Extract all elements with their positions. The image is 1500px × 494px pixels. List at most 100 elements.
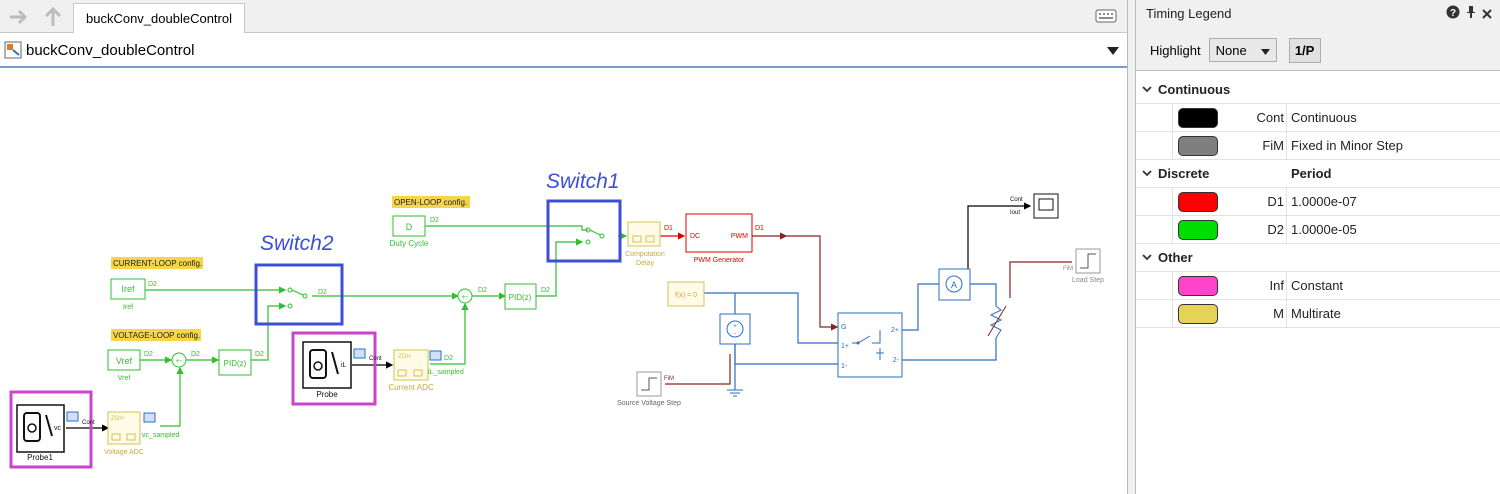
up-arrow-icon[interactable] (40, 5, 66, 29)
highlight-select[interactable]: None (1208, 38, 1277, 62)
section-name: Other (1158, 250, 1193, 265)
probe1-port: Cont (82, 420, 95, 426)
section-continuous[interactable]: Continuous (1136, 76, 1500, 104)
sum-block-outer[interactable]: +- D2 (457, 287, 487, 304)
wire-il-sampled (430, 302, 469, 365)
source-voltage-step-block[interactable]: FiM Source Voltage Step (617, 371, 681, 407)
annotation-voltage-loop-bg (111, 329, 201, 341)
legend-item-cont[interactable]: Cont Continuous (1136, 104, 1500, 132)
color-swatch (1178, 304, 1218, 324)
switch-port-1m: 1- (841, 363, 848, 370)
item-desc: Multirate (1291, 306, 1341, 321)
pin-icon[interactable] (1466, 5, 1476, 24)
keyboard-icon[interactable] (1095, 9, 1117, 28)
item-abbr: D1 (1267, 194, 1284, 209)
wire-gate (786, 235, 839, 331)
section-other[interactable]: Other (1136, 244, 1500, 272)
current-adc-label: Current ADC (388, 383, 434, 392)
item-abbr: Inf (1269, 278, 1284, 293)
legend-title-buttons: ? (1446, 5, 1492, 24)
close-icon[interactable] (1482, 6, 1492, 24)
switch2-port: D2 (318, 289, 327, 296)
iref-block[interactable]: Iref Iref D2 (110, 278, 157, 311)
color-swatch (1178, 220, 1218, 240)
probe1-label: Probe1 (27, 453, 53, 462)
voltage-adc-label: Voltage ADC (104, 449, 144, 456)
chevron-down-icon (1260, 43, 1270, 58)
color-swatch (1178, 276, 1218, 296)
vref-port: D2 (144, 351, 153, 358)
section-column-header: Period (1291, 166, 1332, 181)
source-plus: + (733, 324, 737, 330)
dc-voltage-source[interactable]: + - (719, 313, 751, 345)
wire-scope (967, 202, 1032, 276)
ammeter-block[interactable]: A (938, 268, 971, 301)
annotation-open-loop: OPEN-LOOP config. (394, 198, 467, 207)
pane-splitter[interactable] (1127, 0, 1136, 494)
wire-vc-sampled (160, 366, 184, 427)
legend-item-inf[interactable]: Inf Constant (1136, 272, 1500, 300)
solver-config-block[interactable]: f(x) = 0 (667, 281, 705, 307)
legend-table: Continuous Cont Continuous FiM Fixed in … (1136, 70, 1500, 494)
switch1-block[interactable] (546, 199, 622, 263)
chevron-down-icon[interactable] (1107, 43, 1119, 61)
wire-source-step (665, 354, 731, 385)
computation-delay-label-2: Delay (636, 260, 654, 267)
period-toggle-button[interactable]: 1/P (1288, 37, 1321, 63)
switch-port-2p: 2+ (891, 327, 899, 334)
pwm-generator-block[interactable]: DC PWM PWM Generator D1 (685, 213, 764, 264)
wire-sw-out (902, 283, 940, 331)
probe1-signal: vc (54, 425, 62, 432)
variable-load-resistor[interactable] (987, 305, 1007, 339)
switch-device-block[interactable]: G 1+ 1- 2+ 2- (837, 312, 903, 378)
wire-pid-outer (536, 238, 584, 297)
computation-delay-label-1: Computation (625, 251, 665, 258)
switch-port-g: G (841, 324, 846, 331)
tab-model[interactable]: buckConv_doubleControl (73, 3, 245, 33)
svg-text:?: ? (1450, 8, 1456, 19)
model-editor: buckConv_doubleControl buckConv_doubleCo… (0, 0, 1127, 494)
back-arrow-icon[interactable] (6, 5, 32, 29)
diagram-canvas[interactable]: Switch1 Switch2 OPEN-LOOP config. CURREN… (0, 70, 1127, 494)
legend-item-m[interactable]: M Multirate (1136, 300, 1500, 328)
item-desc: Continuous (1291, 110, 1357, 125)
item-desc: Constant (1291, 278, 1344, 293)
scope-block[interactable]: Cont Iout (1010, 193, 1059, 219)
duty-cycle-label: Duty Cycle (390, 239, 429, 248)
wire-src-bot (734, 343, 838, 365)
vref-label: Vref (118, 375, 131, 382)
legend-item-d2[interactable]: D2 1.0000e-05 (1136, 216, 1500, 244)
color-swatch (1178, 108, 1218, 128)
current-adc-inner: ZOH (398, 354, 411, 360)
pid-inner-inner: PID(z) (224, 359, 247, 368)
help-icon[interactable]: ? (1446, 5, 1460, 24)
probe-signal: iL (341, 362, 347, 369)
address-bar[interactable]: buckConv_doubleControl (0, 34, 1127, 68)
computation-delay-port: D1 (664, 225, 673, 232)
item-abbr: M (1273, 306, 1284, 321)
iref-port: D2 (148, 281, 157, 288)
computation-delay-block[interactable]: Computation Delay D1 (625, 221, 673, 267)
timing-legend-panel: Timing Legend ? Highlight None 1/P (1136, 0, 1500, 494)
probe-block[interactable]: iL Probe Cont (291, 331, 382, 406)
sum-block-inner[interactable]: +- D2 (171, 351, 200, 368)
current-adc-block[interactable]: ZOH Current ADC iL_sampled D2 (388, 349, 464, 392)
switch2-block[interactable]: D2 (254, 263, 344, 326)
load-step-block[interactable]: FiM Load Step (1063, 248, 1104, 284)
source-minus: - (734, 331, 736, 337)
editor-toolbar: buckConv_doubleControl (0, 0, 1127, 33)
pid-inner-block[interactable]: PID(z) D2 (218, 349, 264, 376)
pid-outer-block[interactable]: PID(z) D2 (504, 283, 550, 310)
legend-item-d1[interactable]: D1 1.0000e-07 (1136, 188, 1500, 216)
legend-item-fim[interactable]: FiM Fixed in Minor Step (1136, 132, 1500, 160)
vref-block[interactable]: Vref Vref D2 (107, 349, 153, 382)
item-desc: Fixed in Minor Step (1291, 138, 1403, 153)
probe1-block[interactable]: vc Probe1 Cont (9, 390, 95, 469)
voltage-adc-block[interactable]: ZOH Voltage ADC vc_sampled (104, 411, 179, 456)
period-toggle-label: 1/P (1294, 42, 1315, 58)
section-discrete[interactable]: Discrete Period (1136, 160, 1500, 188)
item-desc: 1.0000e-05 (1291, 222, 1357, 237)
tab-label: buckConv_doubleControl (86, 11, 232, 26)
duty-cycle-block[interactable]: D Duty Cycle D2 (390, 215, 439, 248)
